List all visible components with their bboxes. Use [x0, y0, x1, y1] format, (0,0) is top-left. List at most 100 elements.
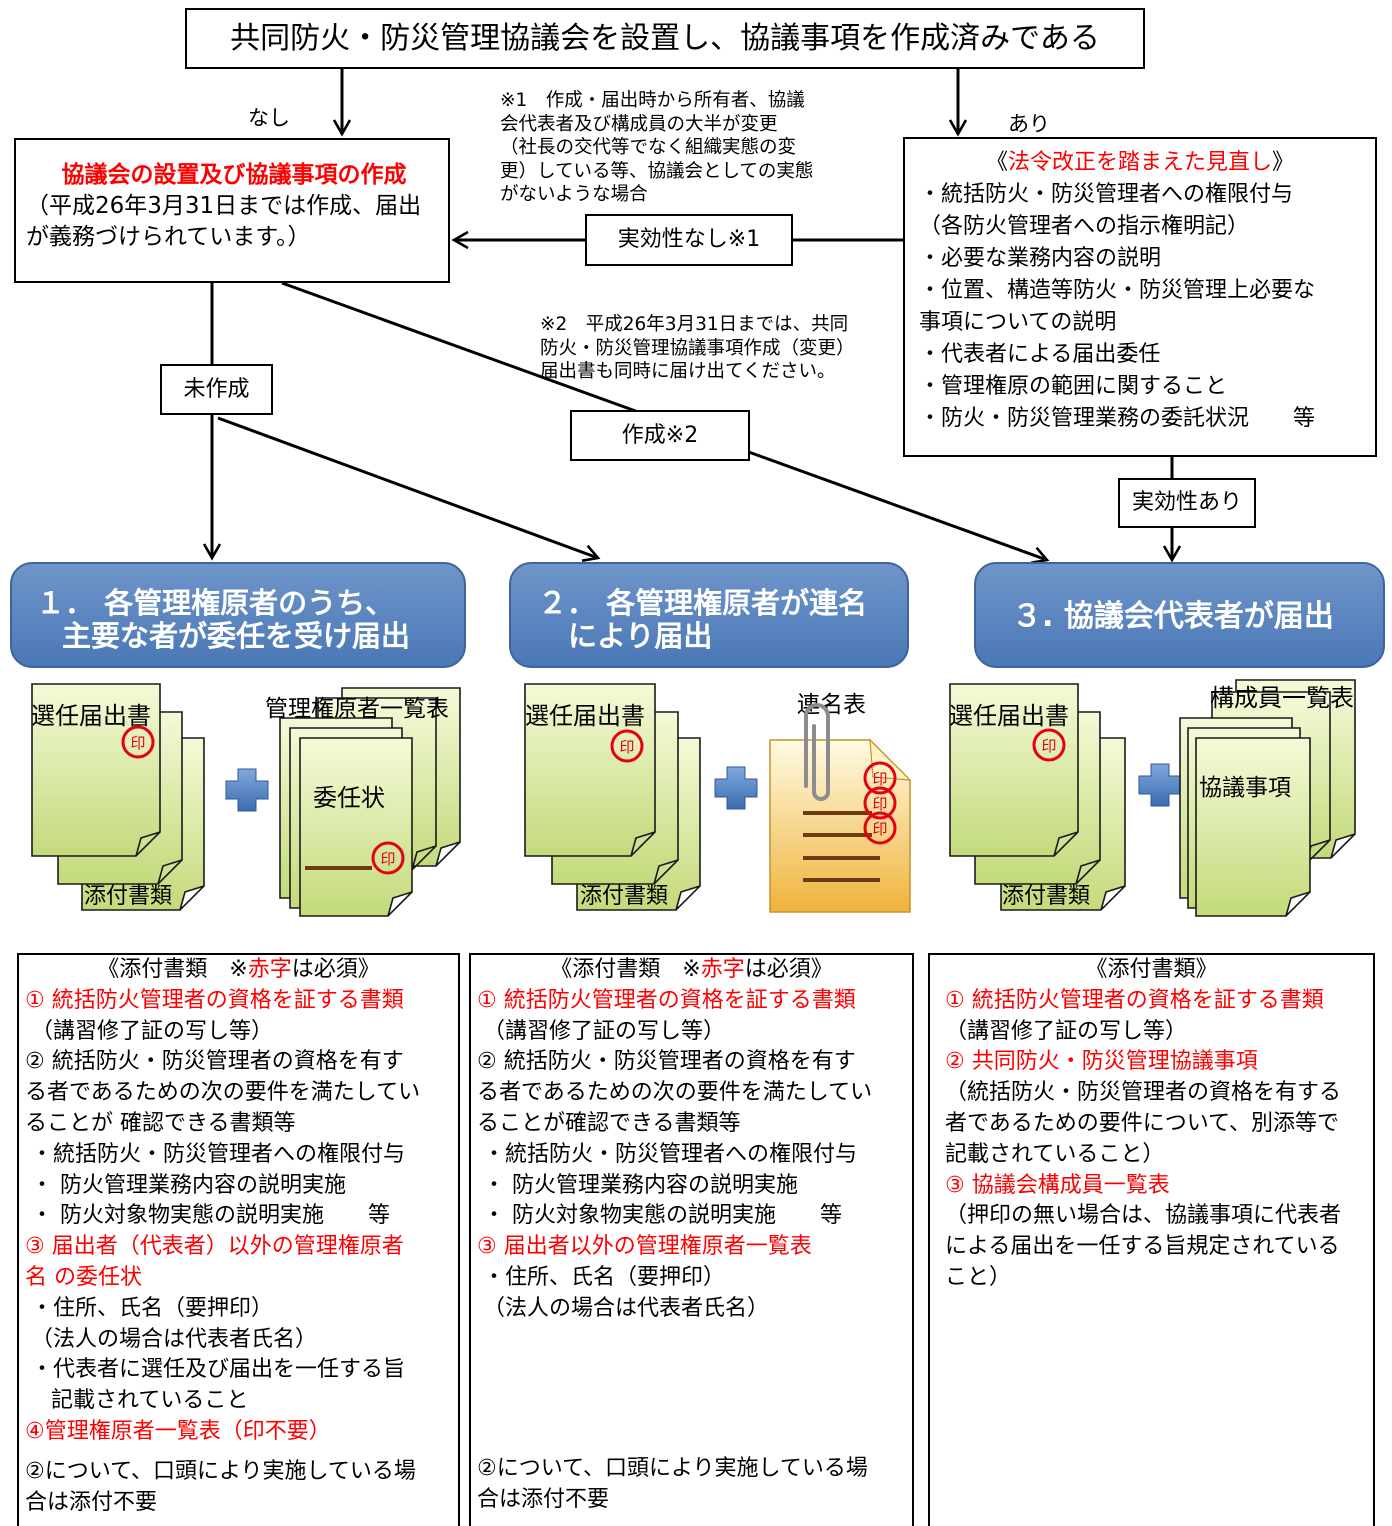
attachment-document-label: 添付書類 — [580, 884, 668, 909]
option-1-header: １． 各管理権原者のうち、 主要な者が委任を受け届出 — [10, 562, 466, 668]
seal-stamp-icon: 印 — [863, 761, 897, 795]
seal-stamp-icon: 印 — [610, 729, 644, 763]
created-label: 作成※2 — [621, 423, 699, 448]
attachments-box-2: 《添付書類 ※赤字は必須》 ① 統括防火管理者の資格を証する書類 （講習修了証の… — [469, 953, 914, 1526]
option-2-header: ２． 各管理権原者が連名 により届出 — [509, 562, 909, 668]
attachments-header: 《添付書類 ※赤字は必須》 — [477, 955, 912, 986]
option-3-header-line: ３. 協議会代表者が届出 — [1012, 599, 1334, 634]
note-2: ※2 平成26年3月31日までは、共同 防火・防災管理協議事項作成（変更） 届出… — [540, 313, 855, 384]
proxy-document-sheet — [299, 737, 413, 917]
note-1-line: （社長の交代等でなく組織実態の変 — [500, 137, 797, 158]
seal-stamp-ring — [121, 725, 155, 759]
not-created-box: 未作成 — [160, 364, 273, 415]
attachments-header-text: は必須》 — [744, 957, 833, 982]
note-1-line: 会代表者及び構成員の大半が変更 — [500, 113, 778, 135]
option-1-header-line: 主要な者が委任を受け届出 — [62, 619, 411, 653]
attachment-item: （押印の無い場合は、協議事項に代表者 — [945, 1203, 1342, 1229]
option-1-header-line: １． 各管理権原者のうち、 — [36, 586, 395, 620]
attachment-item: ② 統括防火・防災管理者の資格を有す — [477, 1049, 856, 1075]
attachment-item: ④管理権原者一覧表（印不要） — [25, 1418, 331, 1444]
attachment-item: （講習修了証の写し等） — [31, 1018, 274, 1044]
appointment-document-sheet — [949, 683, 1079, 857]
attachment-item: ② 統括防火・防災管理者の資格を有す — [25, 1049, 404, 1075]
seal-stamp-text: 印 — [872, 770, 887, 788]
attachment-item: ・ 防火管理業務内容の説明実施 — [31, 1172, 346, 1198]
seal-stamp-icon: 印 — [121, 725, 155, 759]
appointment-document-sheet — [31, 683, 161, 857]
attachments-header-required: 赤字 — [247, 957, 292, 982]
law-revision-item: ・代表者による届出委任 — [919, 342, 1161, 367]
attachment-item: ① 統括防火管理者の資格を証する書類 — [945, 987, 1324, 1013]
proxy-document-label: 委任状 — [313, 784, 385, 812]
attachment-document-label: 添付書類 — [1002, 884, 1090, 909]
not-effective-box: 実効性なし※1 — [585, 214, 793, 266]
attachments-header-required: 赤字 — [700, 957, 745, 982]
attachments-header-text: 《添付書類 ※ — [97, 957, 248, 982]
attachment-item: ・統括防火・防災管理者への権限付与 — [483, 1141, 858, 1167]
attachment-item: （統括防火・防災管理者の資格を有する — [945, 1080, 1342, 1106]
not-created-label: 未作成 — [183, 377, 250, 402]
plus-icon — [1138, 763, 1182, 807]
attachment-item: ① 統括防火管理者の資格を証する書類 — [477, 987, 856, 1013]
seal-stamp-icon: 印 — [371, 841, 405, 875]
attachments-header: 《添付書類 ※赤字は必須》 — [25, 955, 458, 986]
option-2-header-line: ２． 各管理権原者が連名 — [538, 586, 868, 620]
agreement-document-sheet — [1195, 737, 1311, 917]
option-3-header: ３. 協議会代表者が届出 — [974, 562, 1385, 668]
law-revision-title: 《法令改正を踏まえた見直し》 — [919, 147, 1371, 179]
law-revision-item: （各防火管理者への指示権明記） — [919, 214, 1250, 239]
seal-stamp-ring — [371, 841, 405, 875]
note-1-line: ※1 作成・届出時から所有者、協議 — [500, 90, 805, 111]
attachment-item: ることが 確認できる書類等 — [25, 1110, 296, 1136]
effective-box: 実効性あり — [1118, 478, 1256, 528]
clipped-document-fold — [869, 738, 912, 781]
appointment-document-label: 選任届出書 — [949, 702, 1069, 730]
effective-label: 実効性あり — [1131, 490, 1242, 515]
attachment-document-label: 添付書類 — [84, 884, 172, 909]
plus-icon — [714, 766, 758, 810]
owner-list-label: 管理権原者一覧表 — [265, 696, 449, 722]
attachment-item: ③ 届出者（代表者）以外の管理権原者 — [25, 1234, 404, 1260]
seal-stamp-text: 印 — [380, 850, 395, 868]
attachment-item: 記載されていること） — [945, 1141, 1165, 1167]
note-1-line: 更）している等、協議会としての実態 — [500, 160, 814, 182]
attachment-item: ② 共同防火・防災管理協議事項 — [945, 1049, 1258, 1075]
attachment-item: 者であるための要件について、別添等で — [945, 1110, 1340, 1136]
law-revision-item: ・管理権原の範囲に関すること — [919, 374, 1228, 399]
attachment-item: による届出を一任する旨規定されている — [945, 1234, 1340, 1260]
seal-stamp-text: 印 — [619, 738, 634, 756]
create-council-line: （平成26年3月31日までは作成、届出 — [26, 193, 422, 219]
agreement-document-label: 協議事項 — [1199, 775, 1291, 801]
attachment-item: る者であるための次の要件を満たしてい — [477, 1080, 873, 1106]
law-revision-item: ・防火・防災管理業務の委託状況 等 — [919, 406, 1316, 431]
joint-signature-list-label: 連名表 — [797, 692, 866, 718]
attachment-item: ることが確認できる書類等 — [477, 1110, 741, 1136]
plus-icon — [225, 768, 269, 812]
law-revision-title-open: 《 — [985, 150, 1008, 175]
attachment-item: ・統括防火・防災管理者への権限付与 — [31, 1141, 406, 1167]
law-revision-item: ・必要な業務内容の説明 — [919, 246, 1162, 271]
clipped-document-icon — [769, 703, 912, 913]
attachment-item: ① 統括防火管理者の資格を証する書類 — [25, 987, 404, 1013]
attachment-item: ・住所、氏名（要押印） — [483, 1264, 726, 1290]
option-2-header-line: により届出 — [568, 619, 713, 653]
top-condition-box: 共同防火・防災管理協議会を設置し、協議事項を作成済みである — [185, 8, 1145, 69]
law-revision-title-text: 法令改正を踏まえた見直し — [1007, 150, 1272, 175]
attachment-item: ③ 協議会構成員一覧表 — [945, 1172, 1170, 1198]
attachments-footer-line: 合は添付不要 — [477, 1486, 610, 1512]
arrow-not-created-to-option-2 — [217, 416, 598, 558]
document-stack-icon — [524, 683, 701, 911]
note-2-line: 防火・防災管理協議事項作成（変更） — [540, 337, 855, 359]
appointment-document-label: 選任届出書 — [31, 702, 151, 730]
attachments-header: 《添付書類》 — [1085, 957, 1218, 982]
attachment-item: 記載されていること — [51, 1388, 249, 1414]
attachment-item: （講習修了証の写し等） — [945, 1018, 1188, 1044]
attachment-item: （法人の場合は代表者氏名） — [31, 1326, 318, 1352]
document-stack-icon — [949, 683, 1126, 911]
attachments-header-text: 《添付書類 ※ — [550, 957, 701, 982]
attachment-item: （講習修了証の写し等） — [483, 1018, 726, 1044]
seal-stamp-text: 印 — [872, 820, 887, 838]
law-revision-box: 《法令改正を踏まえた見直し》 ・統括防火・防災管理者への権限付与 （各防火管理者… — [903, 137, 1377, 457]
